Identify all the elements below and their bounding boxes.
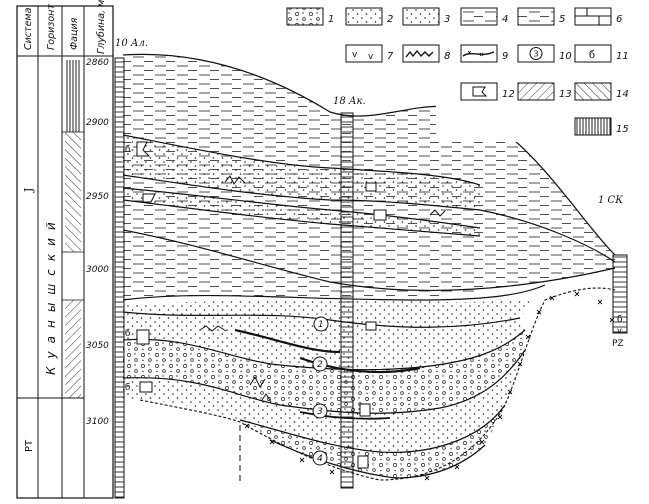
legend-item-8: 8	[402, 44, 450, 63]
legend-item-1: 1	[286, 7, 334, 26]
header-horizon: Горизонт	[46, 4, 57, 50]
facies-mark: б	[617, 314, 622, 325]
svg-text:5: 5	[559, 14, 565, 25]
facies-mark: б	[125, 382, 130, 393]
header-depth: Глубина, м	[96, 0, 107, 54]
facies-mark: б	[125, 144, 130, 155]
svg-text:4: 4	[502, 14, 508, 25]
legend-item-6: 6	[574, 7, 622, 26]
legend-item-7: v v 7	[345, 44, 394, 63]
facies-hatch-upper	[65, 132, 81, 252]
depth-tick: 3050	[86, 341, 109, 351]
header-system: Система	[23, 7, 34, 50]
legend-item-4: 4	[460, 7, 508, 26]
layer-number: 4	[317, 454, 323, 464]
legend-item-10: 3 10	[517, 44, 572, 63]
layer-number: 1	[318, 320, 324, 330]
horizon-label: Куанышский	[44, 214, 58, 375]
legend-item-14: 14	[574, 82, 629, 101]
svg-text:8: 8	[444, 51, 450, 62]
well-label: 1 СК	[598, 195, 623, 206]
depth-tick: 2860	[86, 58, 109, 68]
strat-column: Система Горизонт Фация Глубина, м J PT К…	[16, 0, 114, 499]
well-1-sk: 1 СК PZ	[598, 195, 628, 349]
system-label-pt: PT	[24, 439, 35, 452]
system-label-j: J	[22, 188, 35, 193]
depth-tick: 2950	[86, 192, 109, 202]
depth-tick: 3000	[86, 265, 109, 275]
depth-scale: 2860 2900 2950 3000 3050 3100	[86, 58, 109, 427]
svg-text:6: 6	[616, 14, 622, 25]
layer-numbers: 1 2 3 4	[312, 316, 329, 466]
svg-text:v: v	[617, 326, 622, 335]
depth-tick: 2900	[86, 118, 109, 128]
section-body	[122, 53, 616, 484]
well-18-ak: 18 Ак.	[333, 96, 366, 489]
layer-number: 2	[317, 360, 323, 370]
legend-item-2: 2	[345, 7, 393, 26]
well-label: 18 Ак.	[333, 96, 366, 107]
svg-text:12: 12	[502, 89, 515, 100]
legend-item-12: 12	[460, 82, 515, 101]
svg-text:11: 11	[616, 51, 629, 62]
legend-item-3: 3	[402, 7, 450, 26]
svg-text:3: 3	[444, 14, 450, 25]
legend-item-11: б 11	[574, 44, 629, 63]
svg-text:2: 2	[387, 14, 393, 25]
svg-text:13: 13	[559, 89, 572, 100]
legend: 1 2 3 4 5 6 v v 7	[286, 6, 649, 142]
svg-text:9: 9	[502, 51, 508, 62]
svg-text:v: v	[368, 52, 374, 62]
legend-item-13: 13	[517, 82, 572, 101]
svg-text:1: 1	[328, 14, 334, 25]
header-facies: Фация	[69, 17, 80, 50]
svg-text:7: 7	[387, 51, 394, 62]
svg-text:v: v	[352, 50, 358, 60]
legend-item-9: 9	[460, 44, 508, 63]
layer-number: 3	[317, 407, 323, 417]
legend-item-15: 15	[574, 117, 629, 136]
facies-hatch-lower	[65, 300, 81, 398]
legend-item-5: 5	[517, 7, 565, 26]
well-bottom-label: PZ	[612, 339, 624, 349]
svg-text:б: б	[589, 50, 595, 61]
svg-text:3: 3	[534, 50, 539, 59]
svg-text:14: 14	[616, 89, 629, 100]
svg-text:15: 15	[616, 124, 629, 135]
depth-tick: 3100	[86, 417, 109, 427]
well-label: 10 Ал.	[115, 38, 148, 49]
facies-vertical-lines	[65, 60, 81, 132]
facies-mark: б	[125, 328, 130, 339]
well-10-al: 10 Ал.	[114, 38, 148, 499]
svg-text:10: 10	[559, 51, 572, 62]
facies-markers: б б б б v	[125, 141, 622, 469]
